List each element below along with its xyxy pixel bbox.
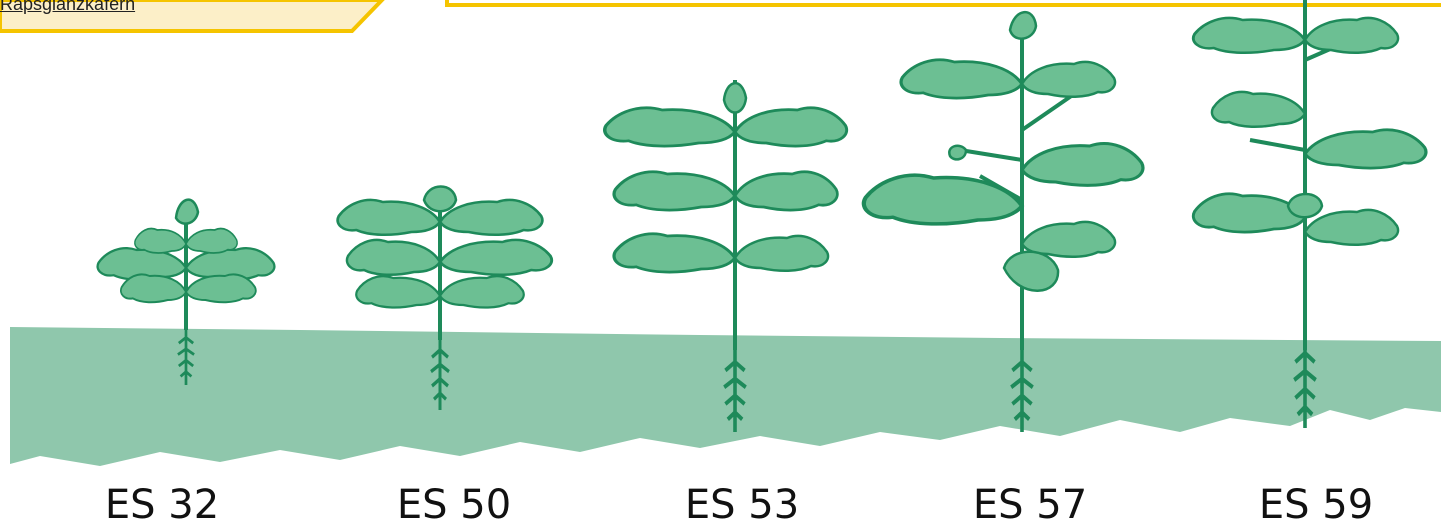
soil (10, 327, 1441, 466)
stage-label-es53: ES 53 (652, 480, 832, 530)
stage-label-es57: ES 57 (940, 480, 1120, 530)
stage-label-es32: ES 32 (72, 480, 252, 530)
stage-label-es50: ES 50 (364, 480, 544, 530)
stage-label-es59: ES 59 (1226, 480, 1406, 530)
